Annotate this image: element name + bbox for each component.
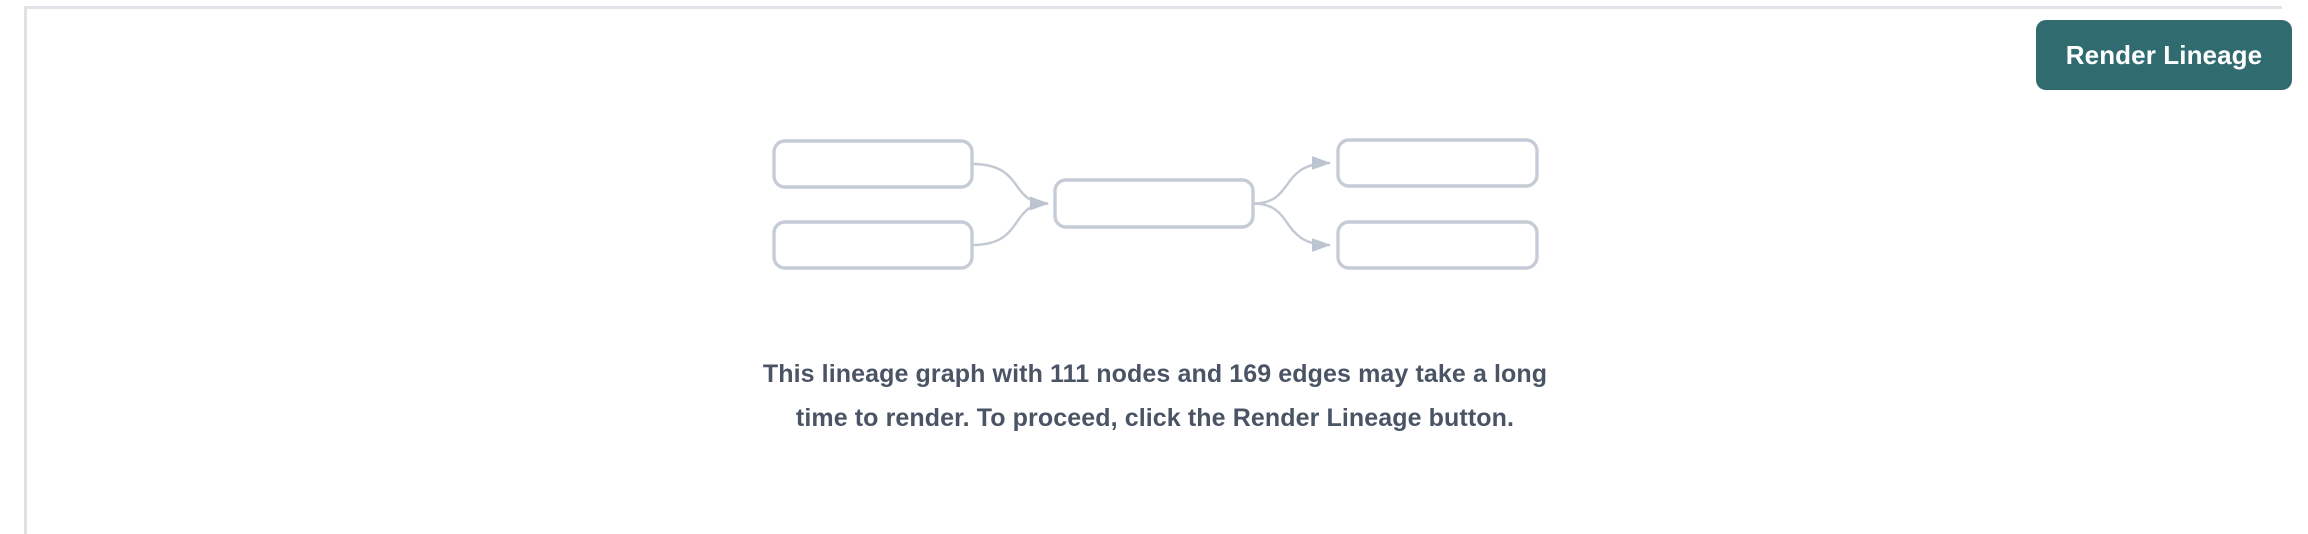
lineage-edge bbox=[1252, 156, 1331, 205]
panel-top-divider bbox=[26, 6, 2282, 9]
lineage-edge bbox=[1252, 202, 1331, 252]
lineage-node-box bbox=[1336, 138, 1539, 188]
lineage-graph-placeholder-illustration bbox=[740, 120, 1570, 290]
lineage-edge-group-downstream bbox=[1252, 156, 1331, 252]
lineage-render-warning-message: This lineage graph with 111 nodes and 16… bbox=[762, 360, 1548, 432]
lineage-edge-group-upstream bbox=[971, 162, 1049, 247]
lineage-node-box bbox=[1336, 220, 1539, 270]
panel-left-divider bbox=[24, 6, 27, 534]
lineage-edge bbox=[971, 162, 1049, 211]
lineage-node-box-focus bbox=[1053, 178, 1255, 229]
lineage-node-box bbox=[772, 220, 974, 270]
lineage-edge bbox=[971, 196, 1049, 247]
render-lineage-button[interactable]: Render Lineage bbox=[2036, 20, 2292, 90]
lineage-node-box bbox=[772, 139, 974, 189]
